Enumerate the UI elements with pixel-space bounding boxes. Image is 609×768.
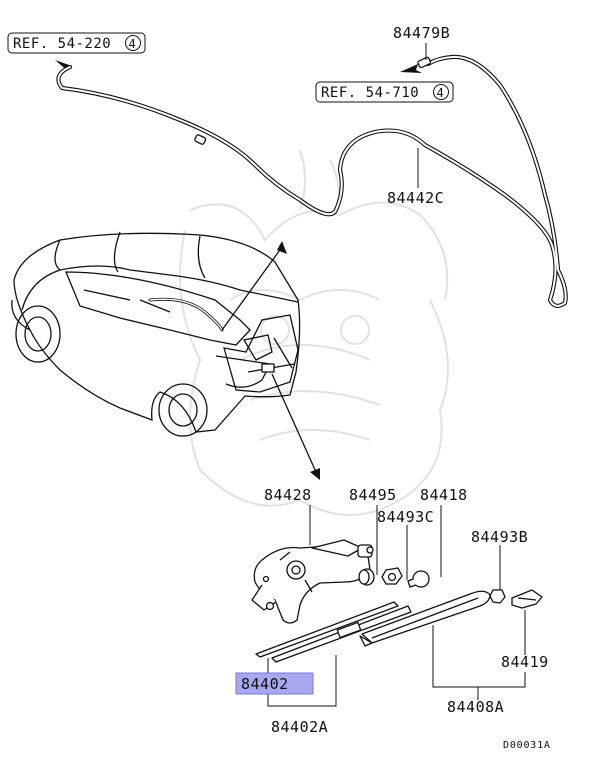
wiper-blade[interactable] [255,601,412,663]
label-84495[interactable]: 84495 [349,486,397,504]
highlight-84402 [235,672,314,695]
label-84408A[interactable]: 84408A [447,698,504,716]
wiper-arm[interactable] [359,590,491,647]
callout-arrows [221,241,320,480]
label-84402[interactable]: 84402 [241,675,289,693]
label-84493C[interactable]: 84493C [377,508,434,526]
ref-label: REF. 54-220 [13,36,111,52]
label-84402A[interactable]: 84402A [271,718,328,736]
ref-54-220[interactable]: REF. 54-220 4 [7,32,146,54]
arm-cover[interactable] [511,589,543,609]
ref-label: REF. 54-710 [321,85,419,101]
label-84493B[interactable]: 84493B [471,528,528,546]
ref-arrow-icon [55,60,422,73]
label-84428[interactable]: 84428 [264,486,312,504]
ref-number: 4 [437,86,445,100]
label-84442C[interactable]: 84442C [387,189,444,207]
cap-84418[interactable] [407,570,430,588]
label-84479B[interactable]: 84479B [393,24,450,42]
nut-84493B[interactable] [489,589,506,604]
label-84419[interactable]: 84419 [501,653,549,671]
vehicle-illustration [11,231,301,437]
diagram-code: D00031A [503,740,551,751]
ref-number: 4 [129,37,137,51]
label-84418[interactable]: 84418 [420,486,468,504]
ref-54-710[interactable]: REF. 54-710 4 [315,81,454,103]
wiper-motor[interactable] [251,539,374,624]
seal-84495[interactable] [358,568,375,586]
nut-84493C[interactable] [381,567,403,585]
washer-hose [56,54,568,308]
